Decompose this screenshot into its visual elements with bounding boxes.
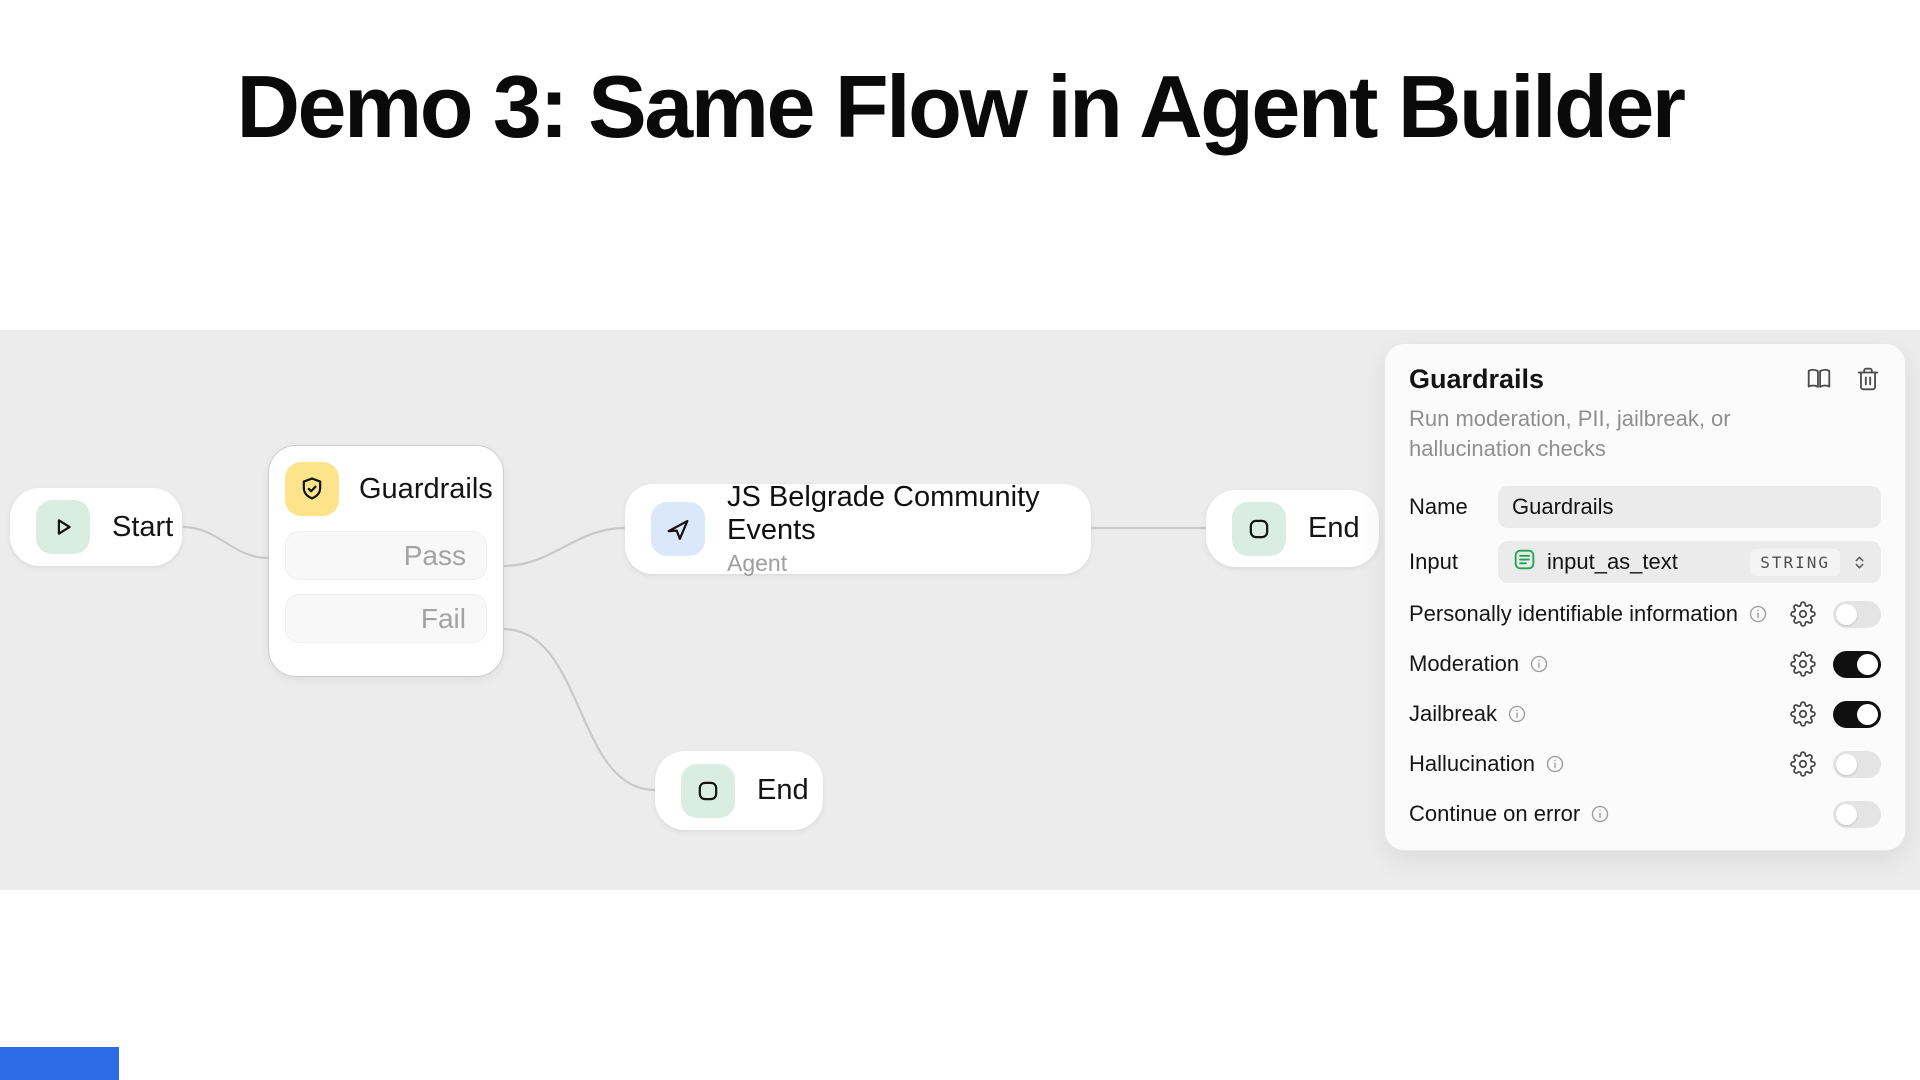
toggle-label: Moderation: [1409, 651, 1520, 676]
toggle-knob: [1857, 653, 1878, 675]
panel-header: Guardrails: [1409, 364, 1881, 395]
input-type-badge: STRING: [1750, 548, 1840, 576]
toggle-knob: [1857, 703, 1878, 725]
agent-text: JS Belgrade Community Events Agent: [727, 481, 1065, 577]
input-field-label: Input: [1409, 549, 1458, 574]
panel-actions: [1805, 366, 1881, 393]
document-lines-icon: [1512, 547, 1537, 578]
input-selector[interactable]: input_as_text STRING: [1498, 541, 1881, 583]
gear-icon[interactable]: [1789, 601, 1816, 628]
node-end-top[interactable]: End: [1206, 490, 1379, 567]
info-icon[interactable]: [1507, 704, 1527, 724]
node-end-top-label: End: [1308, 512, 1360, 544]
panel-title: Guardrails: [1409, 364, 1545, 394]
node-guardrails[interactable]: Guardrails Pass Fail: [268, 445, 504, 677]
panel-description: Run moderation, PII, jailbreak, or hallu…: [1409, 406, 1731, 461]
toggle-knob: [1836, 753, 1857, 775]
stop-square-icon: [681, 763, 735, 818]
play-icon: [36, 500, 90, 554]
toggle-row: Personally identifiable information: [1409, 589, 1881, 639]
name-field-row: Name Guardrails: [1409, 486, 1881, 528]
info-icon[interactable]: [1545, 754, 1565, 774]
edge-start-to-guardrails: [182, 525, 269, 560]
node-end-bottom-label: End: [757, 774, 809, 806]
toggle-switch[interactable]: [1833, 600, 1881, 628]
node-start-label: Start: [112, 510, 174, 543]
gear-icon[interactable]: [1789, 701, 1816, 728]
info-icon[interactable]: [1529, 654, 1549, 674]
branch-pass[interactable]: Pass: [285, 531, 487, 580]
toggle-label: Continue on error: [1409, 801, 1581, 826]
name-field-label: Name: [1409, 494, 1468, 519]
edge-fail-to-end: [502, 627, 656, 792]
bottom-progress-bar: [0, 1047, 119, 1080]
toggle-label: Jailbreak: [1409, 701, 1498, 726]
branch-fail[interactable]: Fail: [285, 594, 487, 643]
toggle-row: Moderation: [1409, 639, 1881, 689]
toggle-switch[interactable]: [1833, 800, 1881, 828]
toggle-knob: [1836, 603, 1857, 625]
toggle-label: Hallucination: [1409, 751, 1535, 776]
name-input[interactable]: Guardrails: [1498, 486, 1881, 528]
toggle-switch[interactable]: [1833, 750, 1881, 778]
node-end-bottom[interactable]: End: [655, 751, 823, 830]
cursor-arrow-icon: [651, 502, 705, 556]
trash-icon[interactable]: [1854, 366, 1881, 393]
node-guardrails-title: Guardrails: [359, 472, 493, 505]
toggle-switch[interactable]: [1833, 650, 1881, 678]
input-selector-value: input_as_text: [1547, 549, 1678, 574]
toggle-knob: [1836, 803, 1857, 825]
panel-toggle-rows: Personally identifiable information Mode…: [1409, 589, 1881, 839]
node-agent[interactable]: JS Belgrade Community Events Agent: [625, 481, 1091, 577]
input-field-row: Input input_as_text STRING: [1409, 541, 1881, 583]
chevron-up-down-icon: [1850, 553, 1869, 572]
guardrails-config-panel: Guardrails Run moderation, PII, jailbrea…: [1384, 343, 1906, 851]
toggle-row: Jailbreak: [1409, 689, 1881, 739]
stop-square-icon: [1232, 501, 1286, 556]
shield-check-icon: [285, 462, 339, 516]
node-agent-title: JS Belgrade Community Events: [727, 481, 1040, 546]
toggle-row: Hallucination: [1409, 739, 1881, 789]
toggle-row: Continue on error: [1409, 789, 1881, 839]
info-icon[interactable]: [1590, 804, 1610, 824]
toggle-switch[interactable]: [1833, 700, 1881, 728]
edge-pass-to-agent: [502, 526, 626, 568]
open-book-icon[interactable]: [1805, 366, 1832, 393]
node-start[interactable]: Start: [10, 488, 182, 566]
gear-icon[interactable]: [1789, 751, 1816, 778]
page-title: Demo 3: Same Flow in Agent Builder: [236, 57, 1686, 156]
name-input-value: Guardrails: [1512, 494, 1614, 519]
info-icon[interactable]: [1748, 604, 1768, 624]
node-agent-subtitle: Agent: [727, 550, 788, 576]
gear-icon[interactable]: [1789, 651, 1816, 678]
guardrails-branches: Pass Fail: [285, 531, 487, 643]
toggle-label: Personally identifiable information: [1409, 601, 1738, 626]
guardrails-header: Guardrails: [285, 462, 493, 516]
